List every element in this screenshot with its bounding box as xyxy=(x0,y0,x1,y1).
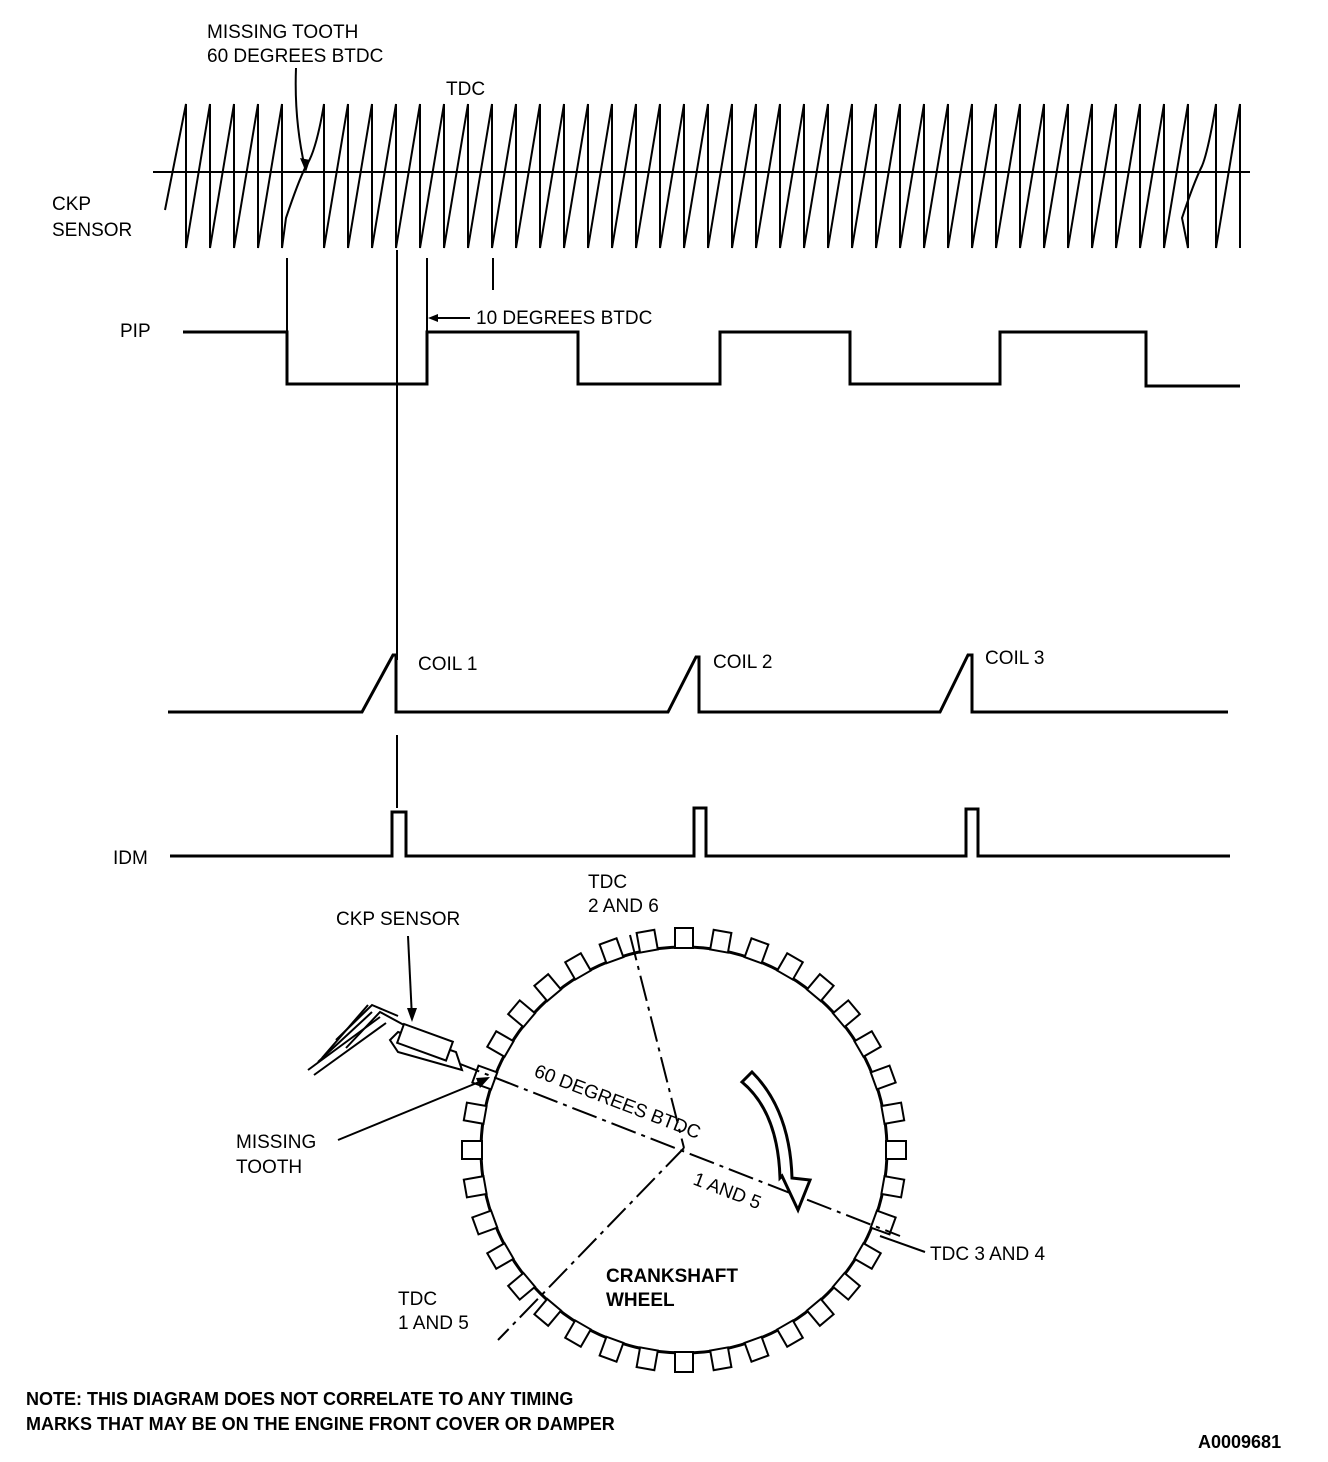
tdc-26-line xyxy=(629,934,685,1149)
wheel-tooth xyxy=(743,937,770,965)
pip-label: PIP xyxy=(120,321,151,342)
tdc-15-label-line1: TDC xyxy=(398,1289,437,1310)
wheel-tooth xyxy=(885,1140,907,1160)
wheel-tooth xyxy=(635,928,659,954)
idm-signal xyxy=(170,806,1230,858)
ten-degrees-label: 10 DEGREES BTDC xyxy=(476,308,652,329)
wheel-tooth xyxy=(506,1271,537,1302)
note-line2: MARKS THAT MAY BE ON THE ENGINE FRONT CO… xyxy=(26,1414,615,1434)
ckp-sensor-leader xyxy=(407,935,413,1019)
tdc-15-line xyxy=(497,1147,685,1341)
wheel-tooth xyxy=(869,1064,897,1091)
ckp-sensor-body xyxy=(307,935,464,1076)
wheel-tooth xyxy=(462,1101,488,1125)
tdc-26-label-line1: TDC xyxy=(588,872,627,893)
wheel-tooth xyxy=(674,1351,694,1373)
wheel-tooth xyxy=(880,1175,906,1199)
wheel-tooth xyxy=(563,1319,593,1349)
ckp-waveform xyxy=(153,103,1250,249)
sync-markers xyxy=(286,250,494,808)
missing-tooth-wheel-line1: MISSING xyxy=(236,1132,316,1153)
missing-tooth-top-line2: 60 DEGREES BTDC xyxy=(207,46,383,67)
missing-tooth-top-leader xyxy=(294,67,306,169)
tdc-26-label-line2: 2 AND 6 xyxy=(588,896,659,917)
wheel-tooth xyxy=(471,1209,499,1236)
ckp-sensor-label-line2: SENSOR xyxy=(52,220,132,241)
wheel-teeth xyxy=(461,927,907,1373)
pip-signal xyxy=(183,330,1240,388)
crankshaft-wheel-line2: WHEEL xyxy=(606,1290,675,1311)
wheel-tooth xyxy=(853,1029,883,1059)
wheel-tooth xyxy=(563,951,593,981)
missing-tooth-top-line1: MISSING TOOTH xyxy=(207,22,358,43)
ckp-sawtooth xyxy=(164,103,1241,249)
idm-label: IDM xyxy=(113,848,148,869)
missing-tooth-wheel-line2: TOOTH xyxy=(236,1157,302,1178)
rotation-arrow-icon xyxy=(739,1069,813,1214)
missing-tooth-leader xyxy=(337,1079,485,1141)
wheel-tooth xyxy=(805,972,836,1003)
crankshaft-wheel xyxy=(454,927,907,1373)
wheel-tooth xyxy=(775,1319,805,1349)
coil-1-label: COIL 1 xyxy=(418,654,478,675)
ckp-sensor-label-line1: CKP xyxy=(52,194,91,215)
wheel-tooth xyxy=(532,1297,563,1328)
wheel-tooth xyxy=(831,1271,862,1302)
ckp-sensor-wheel-label: CKP SENSOR xyxy=(336,909,460,930)
wheel-tooth xyxy=(506,998,537,1029)
crankshaft-wheel-line1: CRANKSHAFT xyxy=(606,1266,738,1287)
tdc-15-label-line2: 1 AND 5 xyxy=(398,1313,469,1334)
ten-degree-pointer xyxy=(428,314,470,322)
wheel-tooth xyxy=(869,1209,897,1236)
wheel-tooth xyxy=(805,1297,836,1328)
wheel-tooth xyxy=(598,1335,625,1363)
one-and-five-mid-label: 1 AND 5 xyxy=(690,1169,764,1214)
tdc-34-label: TDC 3 AND 4 xyxy=(930,1244,1046,1265)
figure-id: A0009681 xyxy=(1198,1432,1281,1452)
wheel-tooth xyxy=(674,927,694,949)
coil-3-label: COIL 3 xyxy=(985,648,1045,669)
wheel-tooth xyxy=(709,928,733,954)
wheel-tooth xyxy=(598,937,625,965)
wheel-tooth xyxy=(485,1029,515,1059)
wheel-tooth xyxy=(709,1346,733,1372)
wheel-tooth xyxy=(880,1101,906,1125)
wheel-tooth xyxy=(461,1140,483,1160)
wheel-tooth xyxy=(853,1241,883,1271)
tdc-34-line xyxy=(454,1061,901,1237)
note-line1: NOTE: THIS DIAGRAM DOES NOT CORRELATE TO… xyxy=(26,1389,573,1409)
wheel-tooth xyxy=(462,1175,488,1199)
coil-2-label: COIL 2 xyxy=(713,652,773,673)
wheel-tooth xyxy=(775,951,805,981)
wheel-circle xyxy=(479,945,889,1355)
wheel-tooth xyxy=(743,1335,770,1363)
wheel-tooth xyxy=(635,1346,659,1372)
wheel-tooth xyxy=(532,972,563,1003)
tdc-top-label: TDC xyxy=(446,79,485,100)
coil-signal xyxy=(168,653,1228,714)
wheel-tooth xyxy=(831,998,862,1029)
wheel-tooth xyxy=(485,1241,515,1271)
